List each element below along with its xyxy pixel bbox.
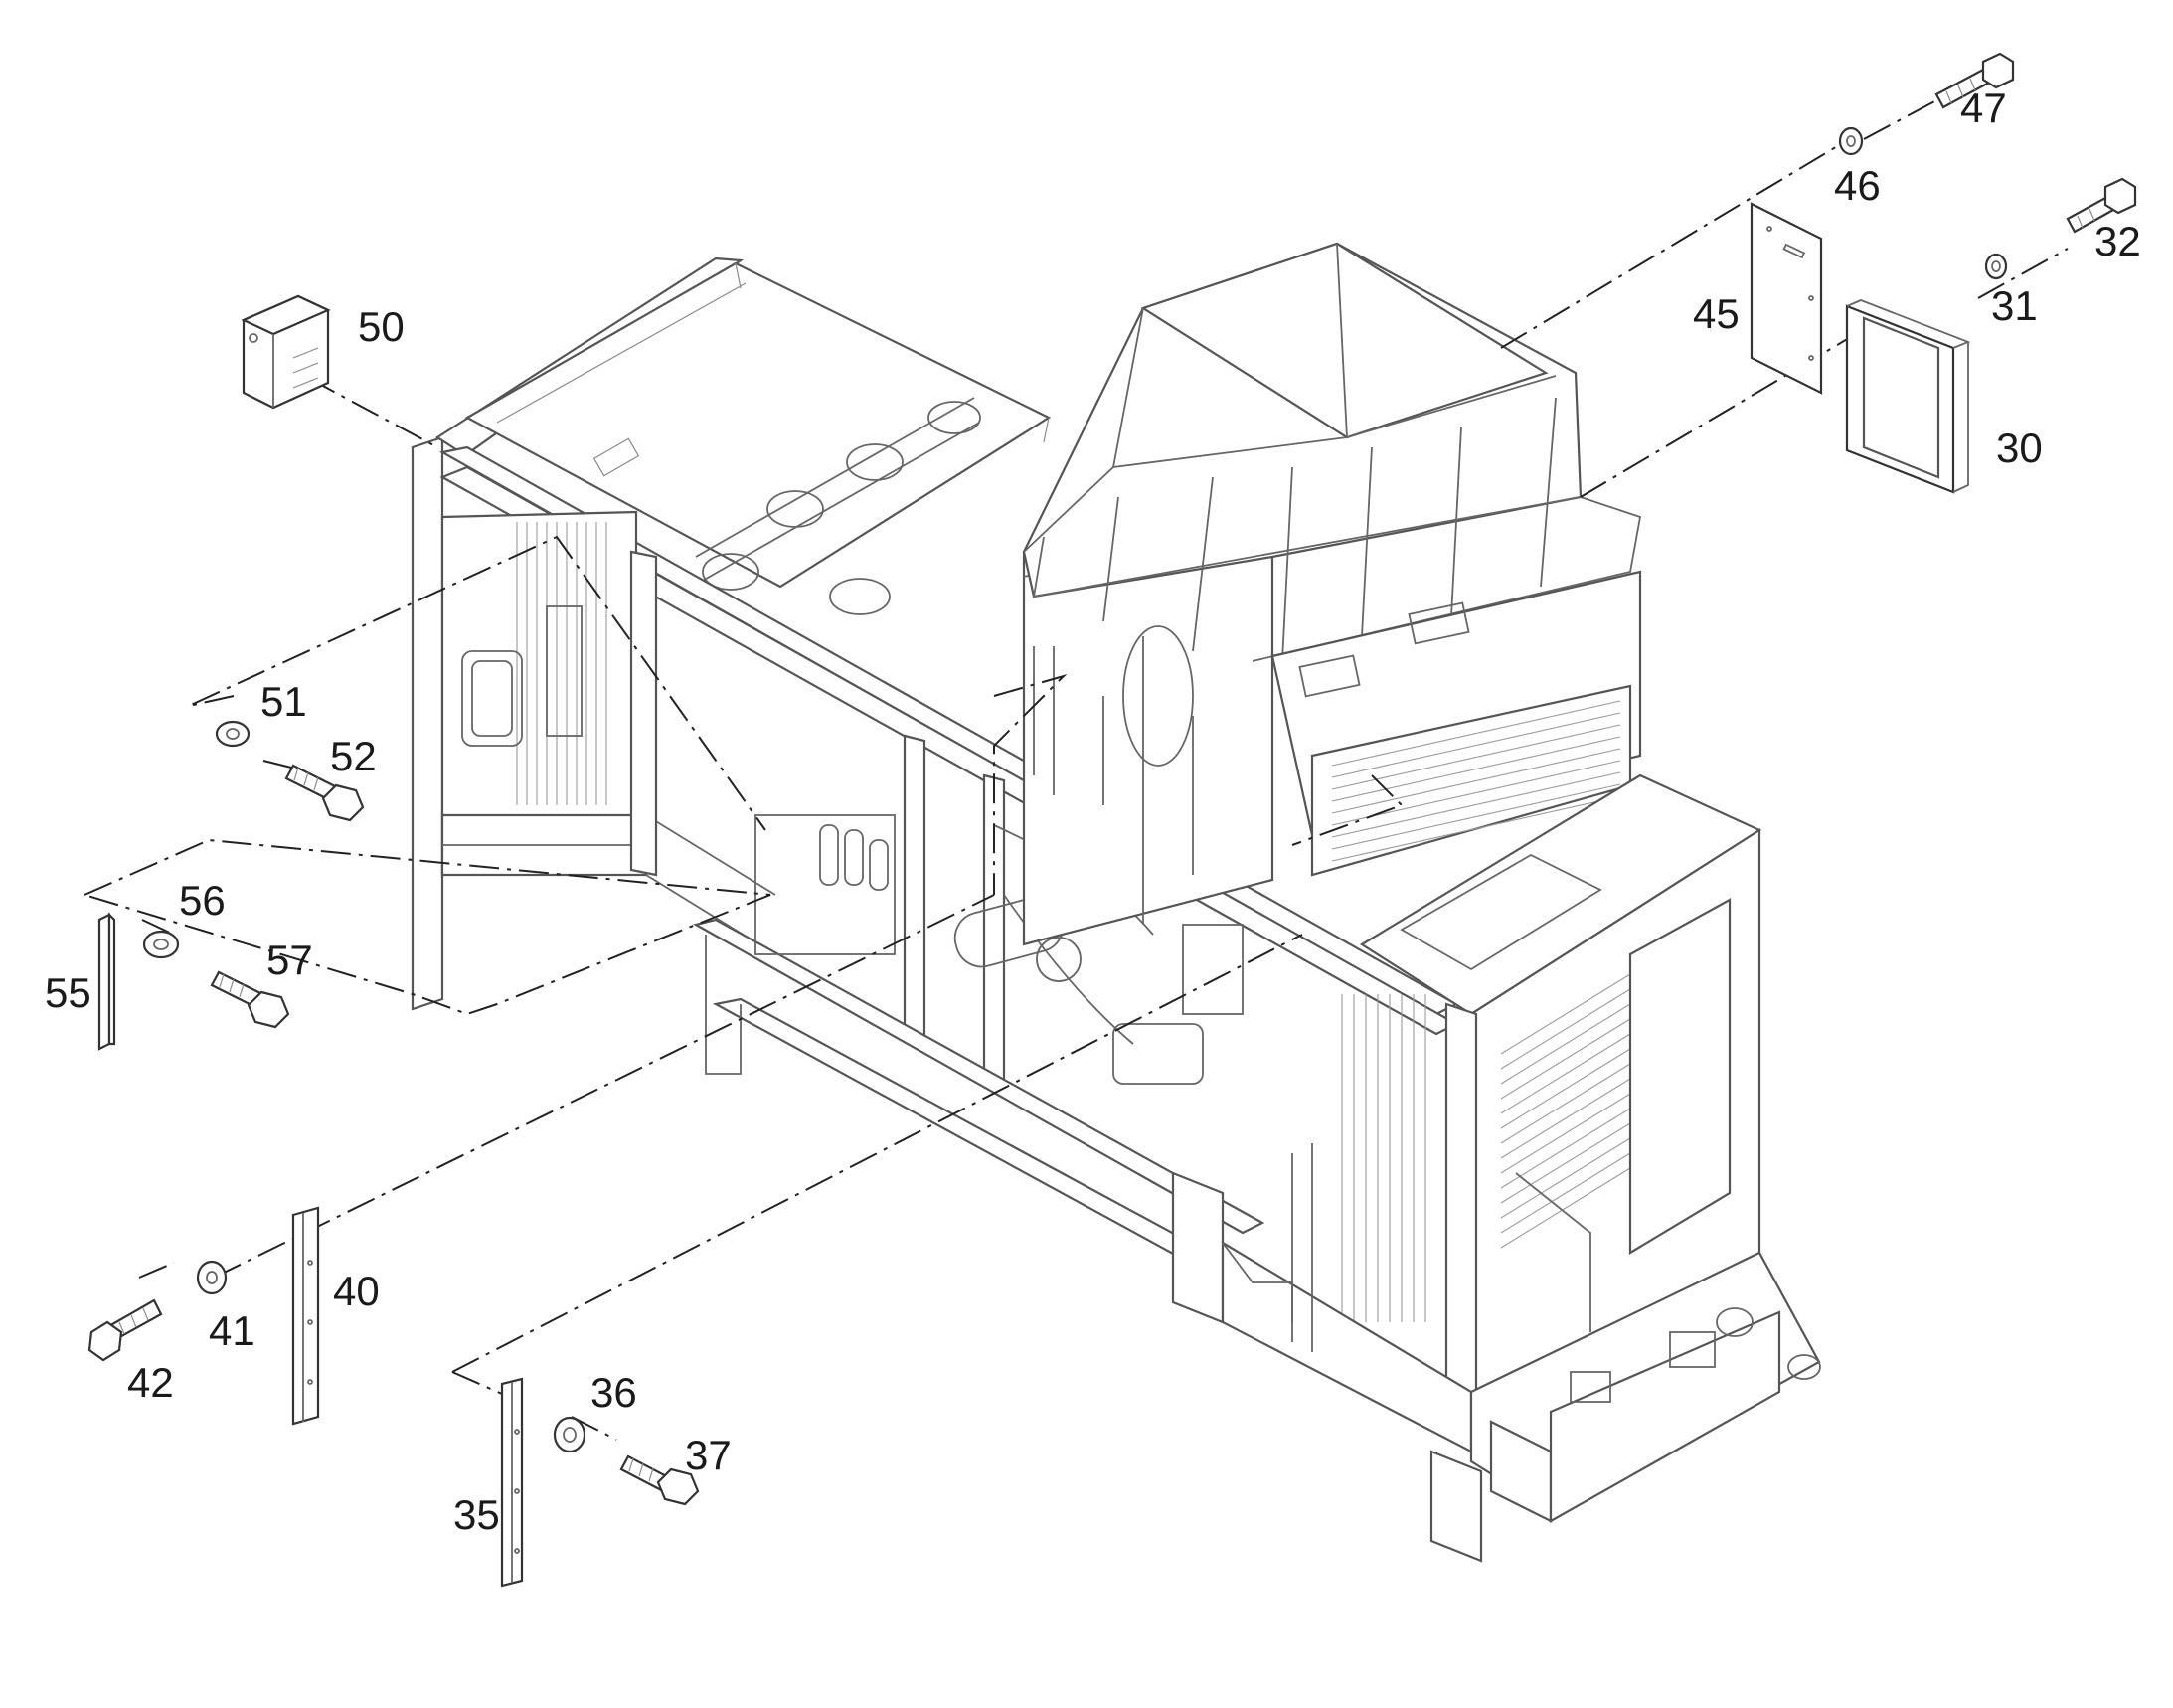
part-55-strip	[97, 912, 116, 1051]
part-50-box	[241, 294, 331, 410]
part-46-washer	[1838, 126, 1864, 156]
callout-50: 50	[358, 303, 405, 350]
callout-42: 42	[127, 1359, 174, 1406]
callout-56: 56	[179, 877, 226, 924]
part-31-washer	[1984, 253, 2008, 280]
part-42-bolt	[87, 1298, 163, 1362]
part-52-bolt	[284, 764, 365, 822]
callout-30: 30	[1996, 425, 2043, 471]
part-36-washer	[553, 1416, 586, 1453]
part-41-washer	[196, 1260, 228, 1295]
callout-37: 37	[685, 1432, 732, 1478]
part-47-bolt	[1934, 52, 2015, 109]
main-assembly	[411, 242, 1821, 1563]
part-57-bolt	[210, 970, 290, 1029]
callout-52: 52	[330, 733, 377, 779]
callout-57: 57	[266, 937, 313, 983]
callout-41: 41	[209, 1307, 255, 1354]
callout-31: 31	[1991, 282, 2038, 329]
part-40-strip	[291, 1206, 320, 1426]
part-51-washer	[215, 720, 251, 748]
callout-51: 51	[260, 678, 307, 725]
callout-55: 55	[45, 969, 91, 1016]
callout-36: 36	[590, 1369, 637, 1416]
part-37-bolt	[619, 1454, 700, 1506]
callout-40: 40	[333, 1268, 380, 1314]
exploded-parts	[87, 52, 2137, 1588]
callout-35: 35	[453, 1491, 500, 1538]
part-35-strip	[500, 1377, 524, 1588]
callout-45: 45	[1693, 290, 1740, 337]
part-45-plate	[1750, 202, 1823, 395]
part-32-bolt	[2066, 177, 2137, 234]
callout-46: 46	[1834, 162, 1881, 209]
callout-47: 47	[1960, 85, 2007, 131]
part-30-frame	[1845, 299, 1971, 494]
part-56-washer	[142, 930, 180, 959]
callout-32: 32	[2094, 218, 2141, 264]
